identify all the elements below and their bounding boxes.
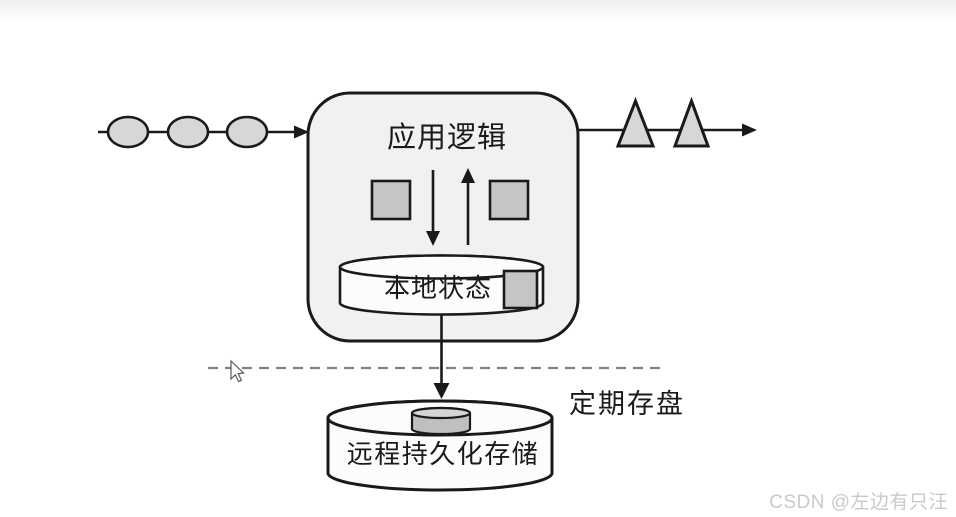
write-state-arrowhead-icon — [426, 231, 440, 246]
remote-storage-label: 远程持久化存储 — [347, 439, 540, 469]
top-fade-band — [0, 0, 956, 20]
local-state-cylinder: 本地状态 — [338, 254, 545, 316]
local-state-label: 本地状态 — [384, 273, 492, 303]
checkpoint-arrowhead-icon — [433, 383, 450, 399]
application-box: 应用逻辑 本地状态 — [306, 91, 580, 343]
mouse-cursor-icon — [230, 359, 245, 383]
checkpoint-cylinder-top — [410, 406, 472, 420]
output-event-triangle — [615, 96, 656, 148]
local-state-cylinder-top — [338, 254, 545, 280]
output-arrowhead-icon — [742, 123, 757, 137]
record-square-left — [370, 179, 412, 221]
input-event-ellipse — [166, 115, 210, 149]
state-record-square — [502, 269, 539, 310]
remote-storage-cylinder: 远程持久化存储 — [326, 399, 554, 492]
input-event-ellipse — [106, 115, 150, 149]
read-state-arrowhead-icon — [461, 168, 475, 183]
record-square-right — [488, 179, 530, 221]
checkpoint-arrow — [433, 314, 450, 399]
checkpoint-cylinder — [410, 406, 472, 436]
watermark: CSDN @左边有只汪 — [769, 491, 948, 513]
output-stream — [579, 96, 757, 148]
input-arrowhead-icon — [294, 125, 309, 139]
output-event-triangle — [672, 96, 711, 148]
checkpoint-label: 定期存盘 — [569, 389, 685, 419]
app-logic-label: 应用逻辑 — [387, 121, 507, 154]
input-event-ellipse — [225, 115, 269, 149]
input-stream — [98, 115, 309, 149]
